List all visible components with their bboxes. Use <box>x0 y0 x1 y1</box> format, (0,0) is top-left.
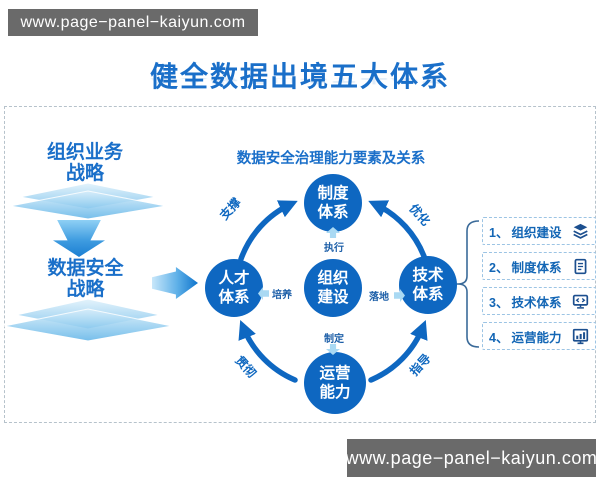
code-monitor-icon <box>572 294 589 309</box>
node-policy-line2: 体系 <box>317 204 349 221</box>
watermark-top: www.page−panel−kaiyun.com <box>8 9 258 36</box>
legend-num-4: 4、 <box>489 330 509 345</box>
node-org-construction: 组织 建设 <box>304 259 362 317</box>
layers-icon <box>573 223 588 239</box>
diagram-header: 数据安全治理能力要素及关系 <box>236 151 426 167</box>
small-up-arrow-icon <box>326 227 340 238</box>
small-left-arrow-icon <box>258 287 269 300</box>
org-business-strategy-line1: 组织业务 <box>46 142 123 163</box>
legend-label-2: 制度体系 <box>511 260 562 275</box>
page-title: 健全数据出境五大体系 <box>149 61 450 92</box>
node-talent-line1: 人才 <box>218 270 250 287</box>
legend-num-3: 3、 <box>489 295 509 310</box>
inner-label-execute: 执行 <box>324 243 344 254</box>
small-down-arrow-icon <box>326 344 340 355</box>
node-ops-line2: 能力 <box>319 384 351 401</box>
inner-label-land: 落地 <box>369 292 389 303</box>
node-talent-line2: 体系 <box>218 289 250 306</box>
legend-num-2: 2、 <box>489 260 509 275</box>
legend-item-org-construction: 1、 组织建设 <box>482 217 596 245</box>
data-security-strategy-line2: 战略 <box>66 279 105 300</box>
org-business-strategy-label: 组织业务 战略 <box>15 142 155 184</box>
inner-label-cultivate: 培养 <box>272 290 292 301</box>
node-org-line2: 建设 <box>317 289 349 306</box>
document-icon <box>574 258 587 274</box>
node-tech-line1: 技术 <box>412 267 444 284</box>
node-operations-capability: 运营 能力 <box>304 352 366 414</box>
legend-label-4: 运营能力 <box>511 330 562 345</box>
small-right-arrow-icon <box>394 289 405 302</box>
legend-item-policy-system: 2、 制度体系 <box>482 252 596 280</box>
data-security-strategy-line1: 数据安全 <box>47 258 124 279</box>
node-policy-line1: 制度 <box>317 185 349 202</box>
legend-label-1: 组织建设 <box>511 225 562 240</box>
node-talent-system: 人才 体系 <box>205 259 263 317</box>
node-policy-system: 制度 体系 <box>304 174 362 232</box>
bar-chart-icon <box>572 328 589 344</box>
org-business-strategy-line2: 战略 <box>65 163 104 184</box>
legend-item-operations: 4、 运营能力 <box>482 322 596 350</box>
page-title-reflection: 健全数据出境五大体系 <box>0 78 600 88</box>
platform-stack-bottom <box>3 299 173 341</box>
node-ops-line1: 运营 <box>319 365 351 382</box>
legend-label-3: 技术体系 <box>511 295 562 310</box>
node-tech-line2: 体系 <box>412 286 444 303</box>
node-tech-system: 技术 体系 <box>399 256 457 314</box>
inner-label-formulate: 制定 <box>324 334 344 345</box>
legend-item-tech-system: 3、 技术体系 <box>482 287 596 315</box>
node-org-line1: 组织 <box>317 270 349 287</box>
watermark-bottom: www.page−panel−kaiyun.com <box>346 439 597 477</box>
data-security-strategy-label: 数据安全 战略 <box>13 258 158 300</box>
legend-num-1: 1、 <box>489 225 509 240</box>
platform-stack-top <box>9 183 167 219</box>
